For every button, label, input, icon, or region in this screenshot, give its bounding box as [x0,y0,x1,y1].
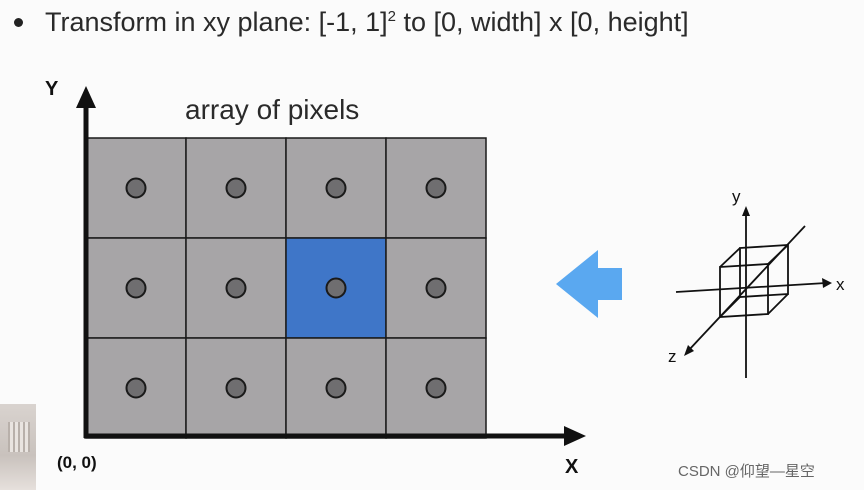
bullet-dot [14,17,23,27]
x-axis-label: X [565,456,579,478]
transform-arrow-icon [556,250,622,318]
pixel-grid [85,137,487,439]
grid-title: array of pixels [185,94,360,125]
origin-label: (0, 0) [57,453,97,472]
watermark: CSDN @仰望—星空 [678,463,815,480]
superscript: 2 [387,7,396,25]
x-axis-arrowhead [564,426,586,446]
pixel-center-dot [325,377,347,399]
y-axis-arrowhead [76,86,96,108]
heading-text: Transform in xy plane: [-1, 1]2 to [0, w… [45,6,689,37]
pixel-center-dot [325,177,347,199]
pixel-center-dot [225,377,247,399]
bullet-heading: Transform in xy plane: [-1, 1]2 to [0, w… [8,2,689,42]
pixel-center-dot [425,277,447,299]
speaker-thumbnail [0,404,36,490]
cube-x-label: x [836,275,845,294]
pixel-center-dot [125,277,147,299]
pixel-center-dot [425,177,447,199]
pixel-center-dot [125,177,147,199]
cube-z-label: z [668,347,677,366]
pixel-center-dot [325,277,347,299]
cube-x-axis [675,282,827,293]
cube-y-label: y [732,187,741,206]
pixel-center-dot [425,377,447,399]
pixel-center-dot [225,277,247,299]
pixel-center-dot [125,377,147,399]
cube-axes-icon [675,206,832,378]
pixel-center-dot [225,177,247,199]
y-axis-label: Y [45,78,59,100]
